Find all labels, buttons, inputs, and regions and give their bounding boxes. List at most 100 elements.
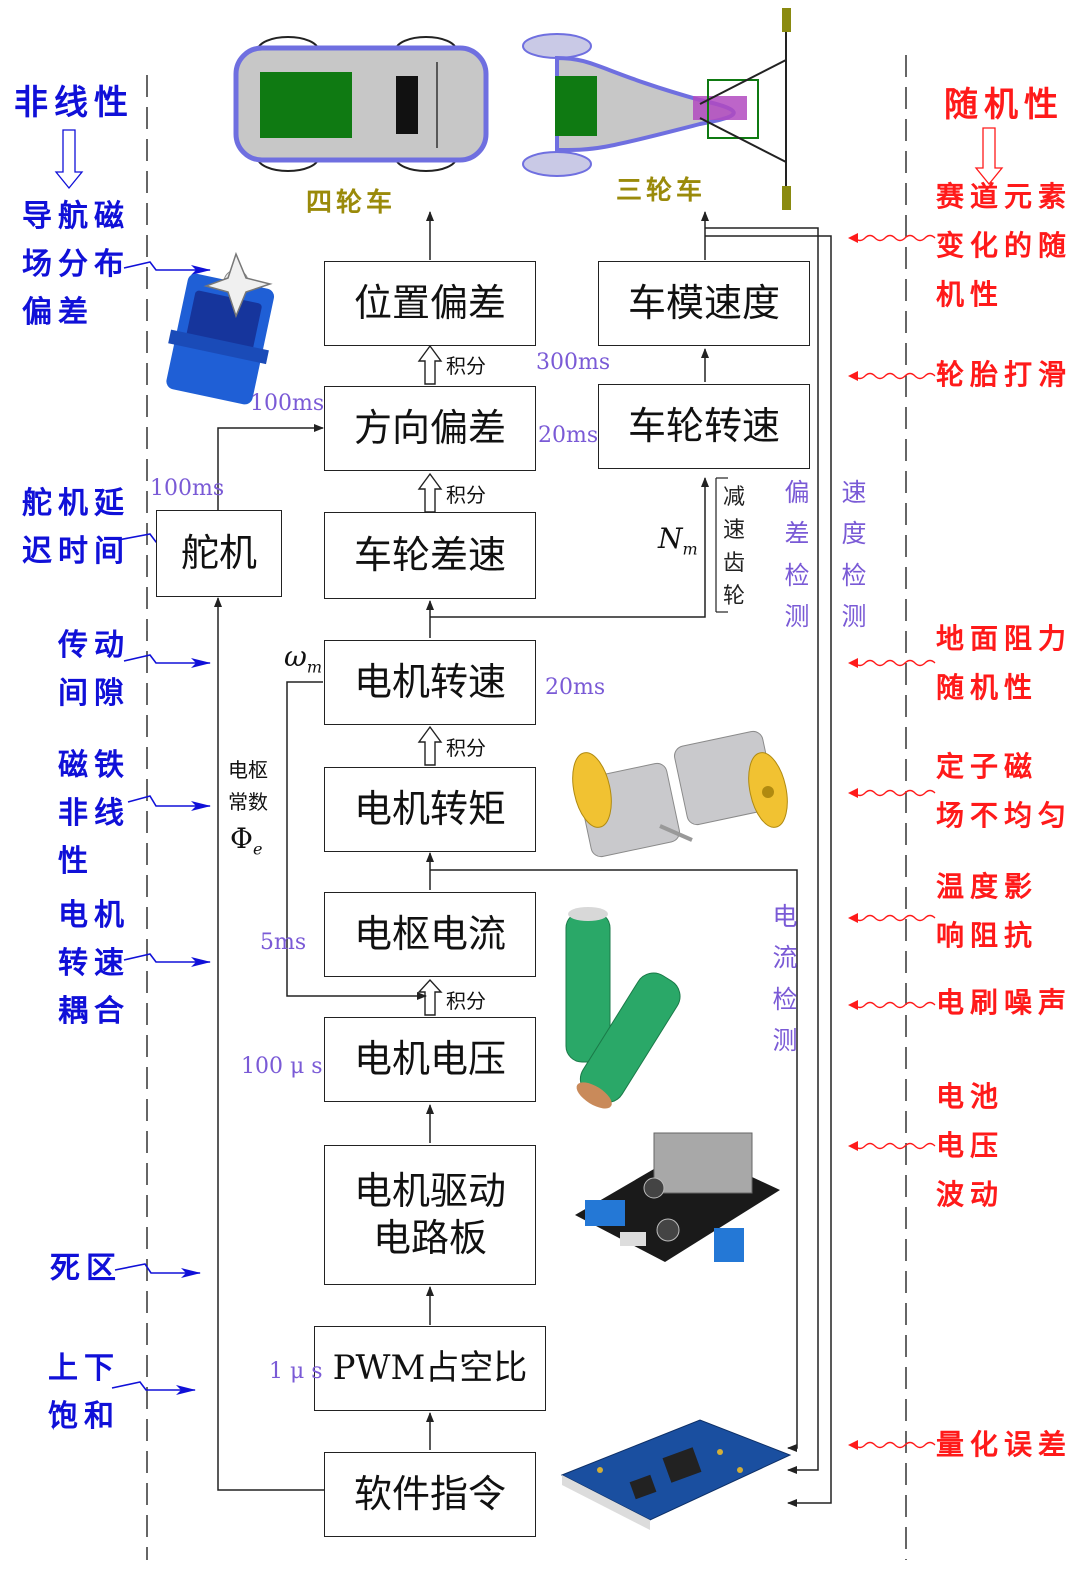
servo-motor-icon [166, 251, 275, 405]
random-item-5: 温度影响阻抗 [936, 862, 1038, 960]
integral-label-torque: 积分 [446, 736, 486, 760]
nonlinear-item-5-line-1: 电机 [58, 898, 130, 933]
timing-20ms-direction: 20ms [538, 423, 599, 448]
random-item-6: 电刷噪声 [936, 978, 1072, 1027]
random-item-4: 定子磁场不均匀 [936, 742, 1072, 840]
random-item-1-line-3: 机性 [936, 278, 1005, 311]
servo-box: 舵机 [156, 510, 282, 597]
nonlinear-item-7: 上下饱和 [48, 1345, 120, 1441]
random-item-2-line-1: 轮胎打滑 [936, 358, 1073, 391]
speed-detect-label: 速度检测 [841, 478, 867, 631]
nonlinear-item-1-line-2: 场分布 [22, 247, 130, 282]
wave-temperature [852, 914, 936, 922]
timing-20ms-motor: 20ms [545, 675, 606, 700]
timing-100ms-servo-in: 100ms [150, 476, 225, 501]
wave-friction [852, 659, 936, 667]
random-item-6-line-1: 电刷噪声 [936, 986, 1073, 1019]
timing-1us: 1 μ s [269, 1359, 323, 1384]
three-wheel-car-icon [522, 8, 791, 210]
arrow-gear-wheelspeed [430, 477, 709, 618]
random-item-1: 赛道元素变化的随机性 [936, 172, 1072, 319]
zig-magnet [127, 795, 211, 811]
nonlinear-item-1: 导航磁场分布偏差 [22, 193, 130, 337]
wave-battery [852, 1142, 936, 1150]
armature-const-line2: 常数 [228, 790, 268, 814]
nonlinear-item-5: 电机转速耦合 [58, 892, 130, 1036]
random-item-8-line-1: 量化误差 [936, 1428, 1073, 1461]
timing-100us: 100 μ s [241, 1054, 323, 1079]
pwm-duty-box: PWM占空比 [314, 1326, 546, 1411]
timing-100ms-servo-out: 100ms [250, 391, 325, 416]
random-item-1-line-2: 变化的随 [936, 229, 1073, 262]
nonlinear-item-4: 磁铁非线性 [58, 742, 130, 886]
motor-torque-box: 电机转矩 [324, 767, 536, 852]
motor-driver-box: 电机驱动电路板 [324, 1145, 536, 1285]
nonlinear-item-1-line-1: 导航磁 [22, 199, 130, 234]
symbol-phi: Φe [230, 822, 263, 859]
nonlinear-item-5-line-3: 耦合 [58, 994, 130, 1029]
zig-coupling [123, 953, 211, 967]
nonlinear-item-7-line-1: 上下 [48, 1351, 120, 1386]
wave-quantize [852, 1441, 936, 1449]
wave-brush [852, 1001, 936, 1009]
nonlinear-item-3: 传动间隙 [58, 622, 130, 718]
random-item-8: 量化误差 [936, 1420, 1072, 1469]
nonlinear-item-3-line-1: 传动 [58, 628, 130, 663]
random-item-1-line-1: 赛道元素 [936, 180, 1073, 213]
nonlinear-down-arrow [54, 129, 84, 190]
integral-arrow-diff [417, 472, 443, 513]
integral-label-dir: 积分 [446, 354, 486, 378]
random-item-7-line-1: 电池 [936, 1080, 1005, 1113]
integral-arrow-voltage [417, 978, 443, 1016]
nonlinear-heading: 非线性 [14, 83, 134, 123]
symbol-omega: ωm [284, 640, 323, 677]
nonlinear-item-2-line-2: 迟时间 [22, 534, 130, 569]
random-down-arrow [974, 127, 1004, 186]
nonlinear-item-3-line-2: 间隙 [58, 676, 130, 711]
random-item-3-line-1: 地面阻力 [936, 622, 1073, 655]
motor-voltage-box: 电机电压 [324, 1017, 536, 1102]
armature-const-line1: 电枢 [228, 758, 268, 782]
nonlinear-item-2: 舵机延迟时间 [22, 480, 130, 576]
nonlinear-item-1-line-3: 偏差 [22, 295, 94, 330]
random-item-5-line-2: 响阻抗 [936, 919, 1039, 952]
nonlinear-item-5-line-2: 转速 [58, 946, 130, 981]
nonlinear-item-4-line-2: 非线 [58, 796, 130, 831]
random-item-4-line-2: 场不均匀 [936, 799, 1073, 832]
wave-stator [852, 789, 936, 797]
random-item-2: 轮胎打滑 [936, 350, 1072, 399]
random-item-3: 地面阻力随机性 [936, 614, 1072, 712]
dc-motor-icon [572, 730, 788, 858]
car-speed-box: 车模速度 [598, 261, 810, 346]
wave-track [852, 234, 936, 242]
integral-arrow-dir [417, 344, 443, 385]
timing-300ms: 300ms [536, 350, 611, 375]
arrow-cmd-servo [214, 597, 325, 1491]
position-error-box: 位置偏差 [324, 261, 536, 346]
integral-label-voltage: 积分 [446, 989, 486, 1013]
random-item-7: 电池电压波动 [936, 1072, 1004, 1219]
nonlinear-item-2-line-1: 舵机延 [22, 486, 130, 521]
random-item-3-line-2: 随机性 [936, 671, 1039, 704]
arrow-backemf-loop [286, 681, 427, 1000]
integral-label-diff: 积分 [446, 483, 486, 507]
integral-arrow-torque [417, 725, 443, 766]
nonlinear-item-6: 死区 [50, 1245, 122, 1293]
four-wheel-car-icon [233, 36, 489, 172]
three-wheel-label: 三轮车 [616, 176, 707, 206]
wave-slip [852, 372, 936, 380]
random-item-4-line-1: 定子磁 [936, 750, 1039, 783]
random-item-5-line-1: 温度影 [936, 870, 1039, 903]
current-detect-label: 电流检测 [772, 902, 798, 1055]
armature-current-box: 电枢电流 [324, 892, 536, 977]
wheel-diff-speed-box: 车轮差速 [324, 512, 536, 599]
nonlinear-item-4-line-3: 性 [58, 844, 94, 879]
random-item-7-line-3: 波动 [936, 1178, 1005, 1211]
arrow-current-detect [430, 869, 798, 1452]
microcontroller-board-icon [560, 1419, 792, 1530]
arrow-deviation-detect [705, 227, 819, 1474]
wheel-speed-box: 车轮转速 [598, 384, 810, 469]
timing-5ms: 5ms [260, 930, 307, 955]
